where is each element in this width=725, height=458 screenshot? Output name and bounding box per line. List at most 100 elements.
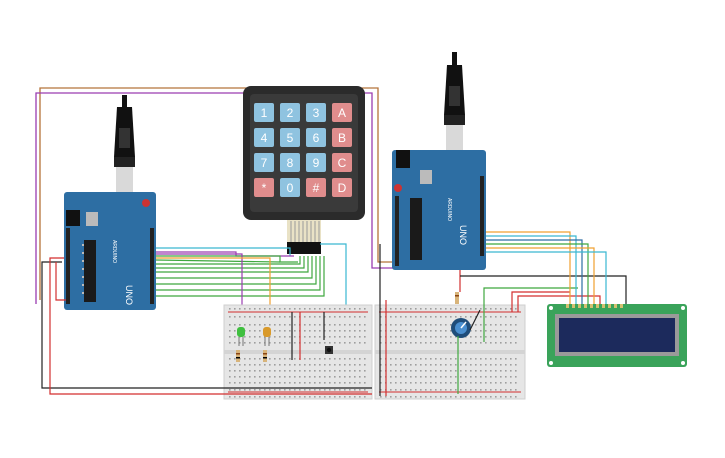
breadboard-hole [460, 389, 462, 391]
breadboard-hole [480, 308, 482, 310]
breadboard-hole [450, 358, 452, 360]
breadboard-hole [349, 376, 351, 378]
breadboard-hole [390, 376, 392, 378]
breadboard-hole [440, 342, 442, 344]
breadboard-hole [495, 336, 497, 338]
resistor-3[interactable] [455, 292, 459, 304]
breadboard-hole [264, 370, 266, 372]
potentiometer[interactable] [451, 318, 471, 338]
keypad-key[interactable]: 5 [280, 128, 300, 147]
breadboard-hole [309, 389, 311, 391]
breadboard-hole [475, 316, 477, 318]
breadboard-hole [319, 389, 321, 391]
breadboard-hole [465, 382, 467, 384]
lcd-16x2[interactable] [547, 304, 687, 367]
breadboard-hole [425, 370, 427, 372]
breadboard-hole [334, 342, 336, 344]
breadboard-hole [314, 330, 316, 332]
breadboard-hole [229, 376, 231, 378]
breadboard-hole [274, 324, 276, 326]
breadboard-hole [500, 382, 502, 384]
breadboard-hole [465, 364, 467, 366]
keypad-key[interactable]: 3 [306, 103, 326, 122]
keypad-key[interactable]: D [332, 178, 352, 197]
breadboard-hole [400, 336, 402, 338]
breadboard-hole [405, 324, 407, 326]
keypad-key[interactable]: 9 [306, 153, 326, 172]
breadboard-hole [304, 324, 306, 326]
breadboard-hole [254, 389, 256, 391]
arduino-uno-left[interactable]: UNO ARDUINO [64, 95, 156, 310]
keypad-key[interactable]: 6 [306, 128, 326, 147]
breadboard-hole [395, 324, 397, 326]
breadboard-hole [505, 364, 507, 366]
breadboard-hole [269, 324, 271, 326]
breadboard-hole [269, 308, 271, 310]
breadboard-hole [234, 336, 236, 338]
breadboard-hole [299, 382, 301, 384]
top-signal-wires[interactable] [35, 87, 398, 304]
breadboard-hole [455, 364, 457, 366]
breadboard-hole [475, 358, 477, 360]
keypad-key[interactable]: 7 [254, 153, 274, 172]
keypad-key[interactable]: B [332, 128, 352, 147]
keypad-key[interactable]: # [306, 178, 326, 197]
breadboard-hole [455, 370, 457, 372]
keypad-key[interactable]: * [254, 178, 274, 197]
breadboard-hole [359, 330, 361, 332]
breadboard-hole [309, 342, 311, 344]
resistor-2[interactable] [263, 350, 267, 362]
power-wires[interactable] [41, 231, 627, 396]
keypad-key[interactable]: A [332, 103, 352, 122]
breadboard-hole [440, 396, 442, 398]
breadboard-hole [500, 330, 502, 332]
push-button[interactable] [325, 346, 333, 354]
breadboard-hole [445, 370, 447, 372]
breadboard-right[interactable] [374, 304, 526, 400]
keypad-key-label: 3 [313, 106, 320, 120]
breadboard-hole [465, 376, 467, 378]
resistor-1[interactable] [236, 350, 240, 362]
breadboard-hole [495, 342, 497, 344]
arduino-uno-right[interactable]: UNO ARDUINO [392, 52, 486, 270]
keypad-key-label: B [338, 131, 346, 145]
breadboard-hole [349, 342, 351, 344]
keypad-key[interactable]: 8 [280, 153, 300, 172]
breadboard-hole [364, 382, 366, 384]
breadboard-hole [339, 336, 341, 338]
breadboard-hole [289, 396, 291, 398]
breadboard-hole [445, 396, 447, 398]
keypad-key[interactable]: C [332, 153, 352, 172]
breadboard-hole [309, 316, 311, 318]
keypad-key[interactable]: 4 [254, 128, 274, 147]
breadboard-hole [440, 382, 442, 384]
breadboard-hole [299, 376, 301, 378]
led-amber[interactable] [263, 327, 271, 346]
breadboard-hole [349, 370, 351, 372]
breadboard-hole [309, 358, 311, 360]
breadboard-hole [319, 382, 321, 384]
breadboard-hole [405, 330, 407, 332]
breadboard-hole [274, 396, 276, 398]
breadboard-hole [239, 342, 241, 344]
breadboard-left[interactable] [223, 304, 373, 400]
breadboard-hole [344, 396, 346, 398]
breadboard-hole [435, 330, 437, 332]
breadboard-hole [400, 389, 402, 391]
breadboard-hole [465, 308, 467, 310]
breadboard-hole [490, 316, 492, 318]
keypad-key[interactable]: 0 [280, 178, 300, 197]
breadboard-hole [359, 376, 361, 378]
breadboard-hole [485, 308, 487, 310]
keypad-key[interactable]: 1 [254, 103, 274, 122]
keypad-key[interactable]: 2 [280, 103, 300, 122]
breadboard-hole [334, 364, 336, 366]
breadboard-hole [264, 376, 266, 378]
breadboard-hole [259, 308, 261, 310]
breadboard-hole [415, 382, 417, 384]
led-green[interactable] [237, 327, 245, 346]
breadboard-hole [470, 336, 472, 338]
